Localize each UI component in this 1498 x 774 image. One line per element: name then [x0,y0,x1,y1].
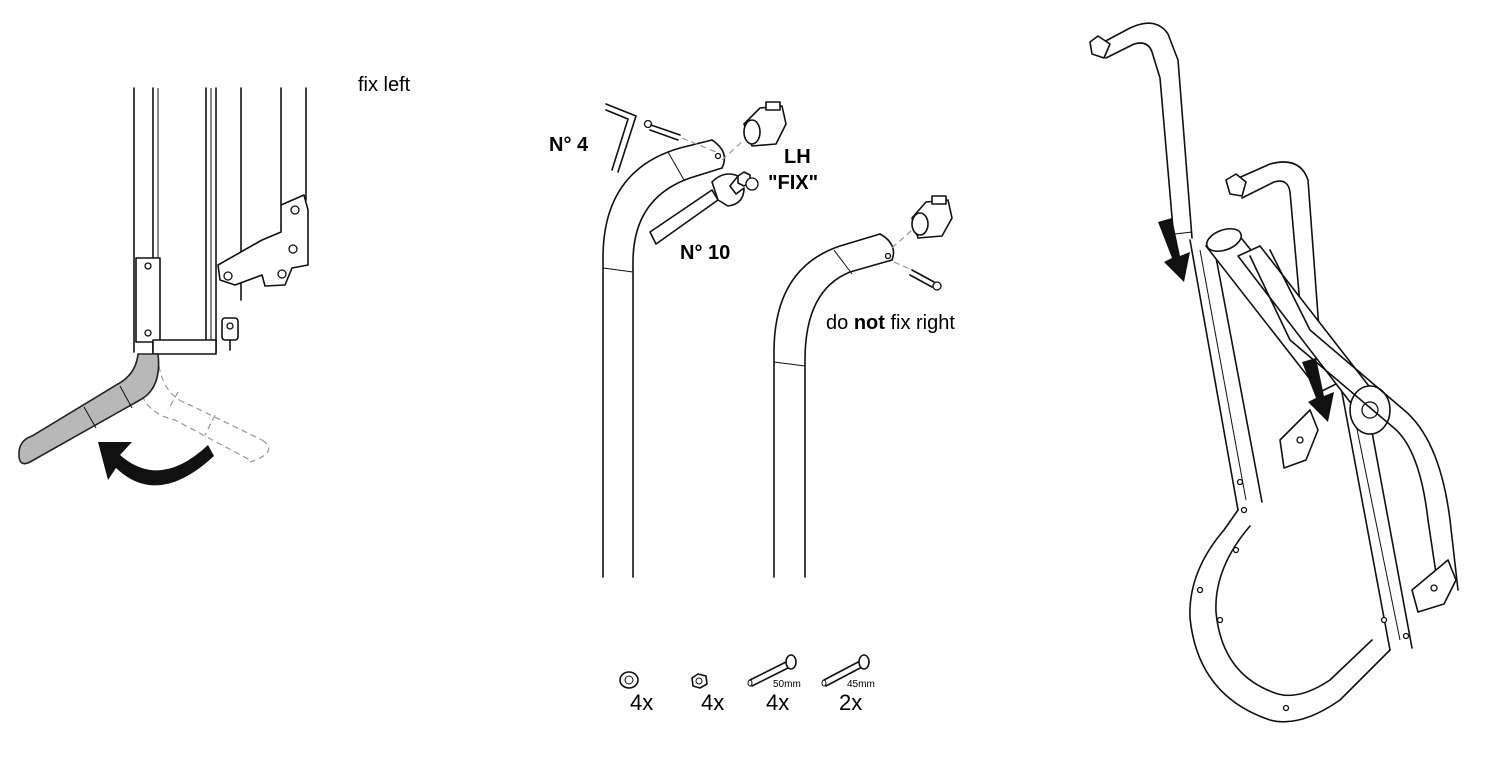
folded-handle-gray [18,353,160,465]
allen-key-icon [605,103,637,173]
part-nut-count: 4x [701,690,725,715]
do-not-fix-right-label: do not fix right [826,312,955,335]
part-bolt-long-icon [747,654,797,687]
fix-left-label: fix left [358,74,411,96]
clamp-lh-icon [721,101,787,161]
rotate-arrow-icon [98,442,214,486]
lh-label: LH [784,146,811,168]
folded-frame-illustration [1089,22,1459,723]
bolt-right-icon [893,261,942,291]
part-cap-count: 4x [630,690,654,715]
note-suffix: fix right [884,312,955,334]
part-bolt-short-count: 2x [839,690,863,715]
wrench-icon [649,173,745,245]
part-bolt-short-size: 45mm [847,679,875,690]
left-push-tube-illustration [602,139,726,578]
note-emphasis: not [853,312,885,334]
right-push-tube-illustration [773,233,895,578]
push-down-arrow-icon-lower [1302,358,1334,422]
left-frame-tube-illustration [133,87,309,355]
nut-left-icon [737,171,759,191]
allen-key-size-label: N° 4 [549,134,589,156]
wrench-size-label: N° 10 [680,242,731,264]
push-down-arrow-icon-upper [1158,218,1190,282]
part-bolt-long-size: 50mm [773,679,801,690]
bolt-left-icon [643,119,717,153]
part-bolt-short-icon [821,654,870,687]
part-nut-icon [691,673,708,689]
clamp-right-icon [891,195,953,249]
note-prefix: do [826,312,854,334]
part-cap-icon [619,671,639,689]
fix-label: "FIX" [768,172,819,194]
part-bolt-long-count: 4x [766,690,790,715]
